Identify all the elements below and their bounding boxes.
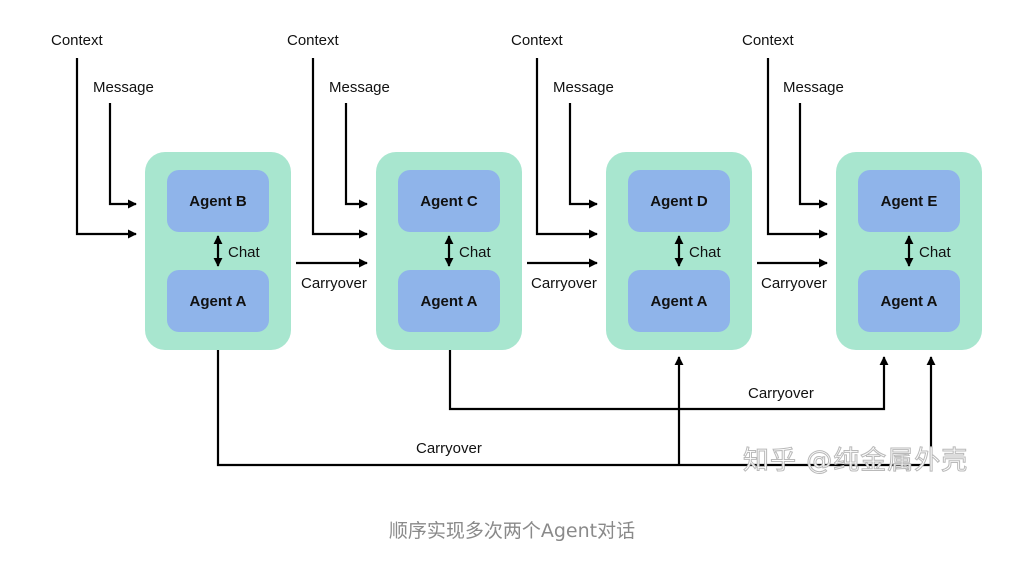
chat-label: Chat xyxy=(228,244,261,261)
context-label: Context xyxy=(287,32,340,49)
watermark: 知乎 @纯金属外壳 xyxy=(742,446,969,477)
agent-box xyxy=(858,170,960,232)
context-label: Context xyxy=(51,32,104,49)
agent-box xyxy=(167,270,269,332)
stage-2: Context Message Agent C Agent A Chat xyxy=(287,32,522,350)
message-label: Message xyxy=(329,79,390,96)
stage-4: Context Message Agent E Agent A Chat xyxy=(742,32,982,350)
message-label: Message xyxy=(553,79,614,96)
agent-box xyxy=(858,270,960,332)
agent-label: Agent A xyxy=(190,293,247,310)
agent-label: Agent B xyxy=(189,193,247,210)
agent-label: Agent E xyxy=(881,193,938,210)
carryover-label: Carryover xyxy=(761,275,827,292)
carryover-label: Carryover xyxy=(416,440,482,457)
stage-3: Context Message Agent D Agent A Chat xyxy=(511,32,752,350)
context-label: Context xyxy=(742,32,795,49)
context-arrow xyxy=(75,58,137,239)
context-arrow xyxy=(535,58,598,239)
context-label: Context xyxy=(511,32,564,49)
message-arrow xyxy=(798,103,828,209)
context-arrow xyxy=(766,58,828,239)
carryover-path-stage2-to-stage4 xyxy=(448,350,889,411)
agent-box xyxy=(167,170,269,232)
carryover-label: Carryover xyxy=(748,385,814,402)
message-arrow xyxy=(344,103,368,209)
agent-box xyxy=(628,270,730,332)
agent-label: Agent A xyxy=(881,293,938,310)
agent-label: Agent A xyxy=(421,293,478,310)
agent-box xyxy=(628,170,730,232)
chat-label: Chat xyxy=(919,244,952,261)
agent-box xyxy=(398,170,500,232)
context-arrow xyxy=(311,58,368,239)
agent-label: Agent A xyxy=(651,293,708,310)
message-arrow xyxy=(568,103,598,209)
chat-label: Chat xyxy=(459,244,492,261)
carryover-path-stage1 xyxy=(216,350,931,467)
agent-label: Agent D xyxy=(650,193,708,210)
agent-label: Agent C xyxy=(420,193,478,210)
message-label: Message xyxy=(783,79,844,96)
carryover-label: Carryover xyxy=(531,275,597,292)
agent-box xyxy=(398,270,500,332)
message-arrow xyxy=(108,103,137,209)
message-label: Message xyxy=(93,79,154,96)
stage-1: Context Message Agent B Agent A Chat xyxy=(51,32,291,350)
carryover-label: Carryover xyxy=(301,275,367,292)
chat-label: Chat xyxy=(689,244,722,261)
figure-caption: 顺序实现多次两个Agent对话 xyxy=(388,520,636,542)
